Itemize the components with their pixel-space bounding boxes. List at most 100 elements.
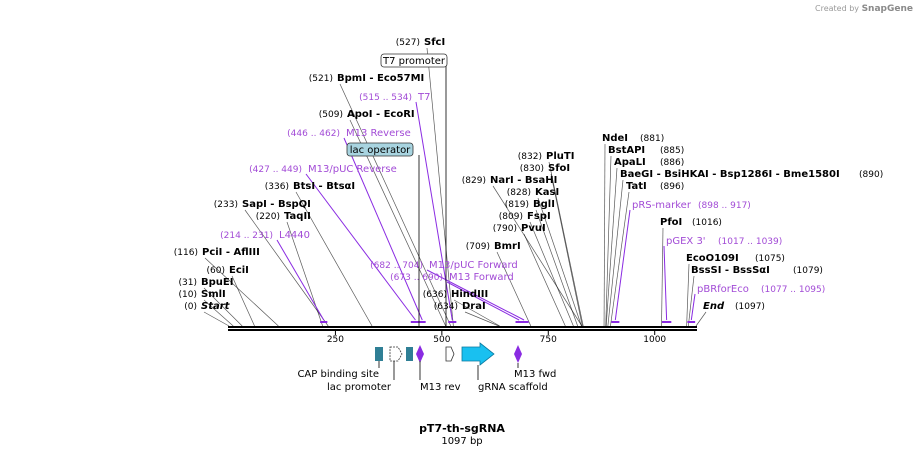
site-name-taqii[interactable]: TaqII: [284, 211, 311, 222]
primer-bar-m13-forward[interactable]: [515, 321, 523, 323]
leader-lines: [203, 47, 707, 327]
site-leader: [550, 173, 583, 327]
t7-promoter-glyph[interactable]: [445, 346, 455, 362]
ruler-tick-label: 750: [540, 335, 557, 345]
lac-promoter-glyph[interactable]: [389, 346, 403, 362]
primer-bar-t7[interactable]: [448, 321, 457, 323]
primer-name-pgex-3[interactable]: pGEX 3': [666, 236, 706, 247]
site-position-bsssi-bsss-i: (1079): [793, 266, 823, 276]
site-name-apali[interactable]: ApaLI: [614, 157, 646, 168]
m13-rev-glyph[interactable]: [416, 345, 424, 363]
site-name-sfoi[interactable]: SfoI: [548, 163, 570, 174]
primer-name-prs-marker[interactable]: pRS-marker: [632, 200, 692, 211]
m13-fwd-glyph[interactable]: [514, 345, 522, 363]
site-leader: [464, 311, 500, 327]
primer-range-pbrforeco: (1077 .. 1095): [761, 285, 825, 295]
site-name-sfci[interactable]: SfcI: [424, 37, 445, 48]
site-name-end[interactable]: End: [703, 301, 725, 312]
backbone-top-strand: [228, 326, 697, 328]
primer-name-pbrforeco[interactable]: pBRforEco: [697, 284, 749, 295]
site-name-pvui[interactable]: PvuI: [521, 223, 546, 234]
primer-leader: [446, 281, 520, 321]
site-name-bmri[interactable]: BmrI: [494, 241, 521, 252]
site-name-kasi[interactable]: KasI: [535, 187, 559, 198]
site-leader: [339, 83, 452, 327]
site-name-apoi-ecori[interactable]: ApoI - EcoRI: [347, 109, 415, 120]
primer-leader: [343, 137, 423, 321]
site-name-bsssi-bsss-i[interactable]: BssSI - BssSαI: [691, 265, 770, 276]
site-leader: [607, 179, 624, 327]
site-leader: [426, 47, 454, 327]
primer-bar-m13-reverse[interactable]: [418, 321, 426, 323]
primer-bar-pgex-3[interactable]: [661, 321, 672, 323]
feature-labels: CAP binding site lac promoter M13 rev gR…: [297, 369, 556, 393]
site-name-tati[interactable]: TatI: [626, 181, 647, 192]
grna-scaffold-glyph[interactable]: [461, 342, 495, 366]
site-leader: [605, 167, 618, 327]
boxed-feature-t7-promoter[interactable]: [380, 53, 448, 68]
primer-bar-m13-puc-reverse[interactable]: [410, 321, 421, 323]
site-name-ecii[interactable]: EciI: [229, 265, 249, 276]
site-position-tati: (896): [660, 182, 684, 192]
primer-name-m13-forward[interactable]: M13 Forward: [449, 272, 514, 283]
primer-range-m13-puc-forward: (682 .. 704): [370, 261, 423, 271]
site-position-sfci: (527): [396, 38, 420, 48]
site-name-hindiii[interactable]: HindIII: [451, 289, 488, 300]
primer-leader: [276, 239, 325, 321]
site-name-pluti[interactable]: PluTI: [546, 151, 574, 162]
site-name-baegi-bsihkai-bsp1286i-bme1580i[interactable]: BaeGI - BsiHKAI - Bsp1286I - Bme1580I: [620, 169, 840, 180]
site-name-bpuei[interactable]: BpuEI: [201, 277, 233, 288]
site-name-ecoo109i[interactable]: EcoO109I: [686, 253, 739, 264]
site-position-start: (0): [184, 302, 197, 312]
site-name-bgli[interactable]: BglI: [533, 199, 555, 210]
site-position-pcii-afliii: (116): [174, 248, 198, 258]
primer-name-t7[interactable]: T7: [417, 92, 430, 103]
site-name-pfoi[interactable]: PfoI: [660, 217, 682, 228]
site-position-ecii: (60): [207, 266, 225, 276]
site-name-bpmi-eco57mi[interactable]: BpmI - Eco57MI: [337, 73, 424, 84]
site-leader: [203, 299, 234, 327]
map-length: 1097 bp: [441, 436, 482, 447]
site-name-drai[interactable]: DraI: [462, 301, 486, 312]
site-position-apoi-ecori: (509): [319, 110, 343, 120]
site-name-fspi[interactable]: FspI: [527, 211, 551, 222]
site-position-smli: (10): [179, 290, 197, 300]
boxed-feature-lac-operator[interactable]: [346, 142, 414, 157]
site-leader: [453, 299, 500, 327]
feature-label-lac-promoter: lac promoter: [327, 382, 392, 393]
site-name-ndei[interactable]: NdeI: [602, 133, 628, 144]
primer-name-m13-reverse[interactable]: M13 Reverse: [346, 128, 411, 139]
primer-leader: [426, 269, 525, 321]
primer-name-m13-puc-forward[interactable]: M13/pUC Forward: [429, 260, 518, 271]
primer-bar-prs-marker[interactable]: [611, 321, 620, 323]
site-leader: [523, 233, 566, 327]
site-name-bstapi[interactable]: BstAPI: [608, 145, 645, 156]
site-leader: [537, 197, 582, 327]
primer-bar-l4440[interactable]: [320, 321, 328, 323]
site-leader: [204, 257, 279, 327]
lac-operator-glyph[interactable]: [406, 347, 413, 361]
primer-range-m13-puc-reverse: (427 .. 449): [249, 165, 302, 175]
watermark-brand: SnapGene: [861, 4, 913, 14]
primer-name-m13-puc-reverse[interactable]: M13/pUC Reverse: [308, 164, 397, 175]
site-name-sapi-bspqi[interactable]: SapI - BspQI: [242, 199, 311, 210]
site-name-nari-bsahi[interactable]: NarI - BsaHI: [490, 175, 557, 186]
site-position-bmri: (709): [466, 242, 490, 252]
primer-bar-m13-puc-forward[interactable]: [519, 321, 529, 323]
primer-range-l4440: (214 .. 231): [220, 231, 273, 241]
site-position-pluti: (832): [518, 152, 542, 162]
site-name-start[interactable]: Start: [201, 301, 231, 312]
site-position-btsi-bts-i: (336): [265, 182, 289, 192]
primer-bar-pbrforeco[interactable]: [687, 321, 696, 323]
cap-binding-site-glyph[interactable]: [375, 347, 383, 361]
site-name-btsi-bts-i[interactable]: BtsI - BtsαI: [293, 181, 355, 192]
site-leader: [492, 185, 583, 327]
site-name-smli[interactable]: SmlI: [201, 289, 226, 300]
site-name-pcii-afliii[interactable]: PciI - AflIII: [202, 247, 260, 258]
site-leader: [535, 209, 578, 327]
backbone-bottom-strand: [228, 329, 697, 331]
primer-name-l4440[interactable]: L4440: [279, 230, 310, 241]
ruler-tick-label: 500: [433, 335, 450, 345]
feature-leaders: [378, 361, 519, 380]
